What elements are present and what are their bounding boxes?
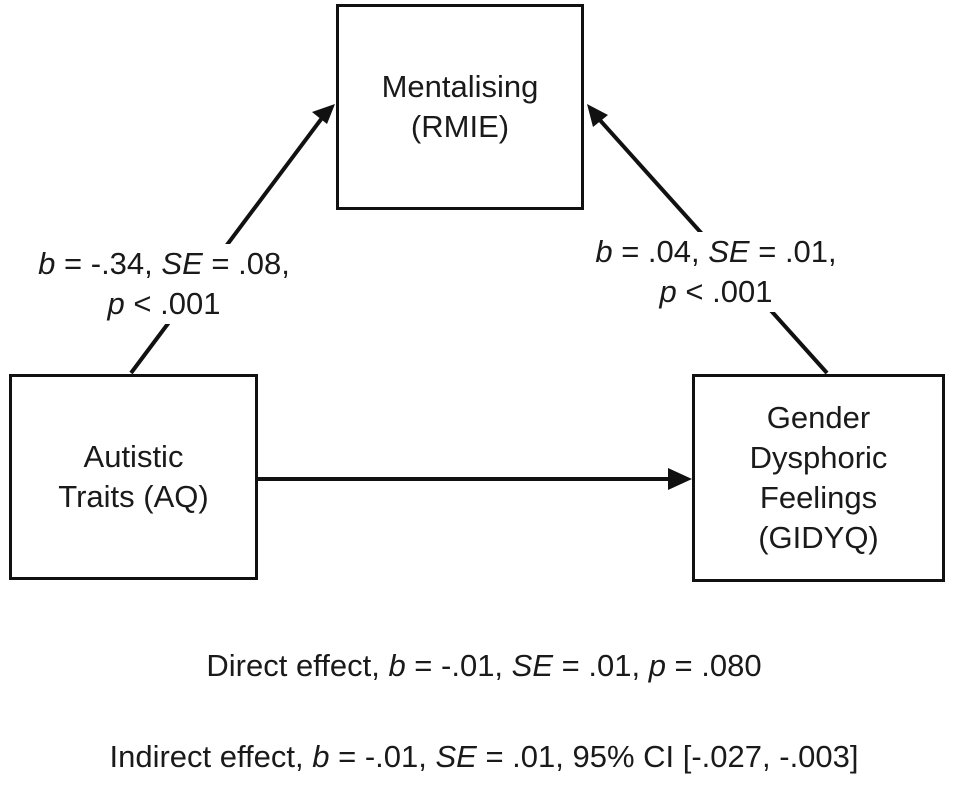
path-a-label: b = -.34, SE = .08, p < .001 [18,244,310,324]
mediator-label-line2: (RMIE) [410,109,510,144]
outcome-box: Gender Dysphoric Feelings (GIDYQ) [692,374,945,582]
direct-effect-p-value: = .080 [665,648,762,683]
arrowhead-c [668,468,692,490]
path-b-p-symbol: p [659,274,677,309]
mediator-box: Mentalising (RMIE) [336,4,584,210]
path-a-b-symbol: b [38,246,56,281]
direct-effect-b-value: = -.01, [405,648,512,683]
outcome-label-line4: (GIDYQ) [758,520,879,555]
path-a-p-symbol: p [107,286,125,321]
path-b-label-line2: p < .001 [568,272,864,312]
predictor-label-line2: Traits (AQ) [58,479,209,514]
predictor-label-line1: Autistic [83,439,184,474]
path-b-label: b = .04, SE = .01, p < .001 [568,232,864,312]
indirect-effect-se-value: = .01, 95% CI [-.027, -.003] [476,739,859,774]
direct-effect-prefix: Direct effect, [206,648,389,683]
path-b-se-symbol: SE [708,234,750,269]
path-b-p-value: < .001 [676,274,773,309]
path-a-label-line2: p < .001 [18,284,310,324]
outcome-label-line1: Gender [766,400,871,435]
outcome-label-line2: Dysphoric [749,440,888,475]
arrowhead-b [587,104,608,127]
path-b-b-value: = .04, [612,234,709,269]
direct-effect-b-symbol: b [388,648,406,683]
direct-effect-p-symbol: p [648,648,666,683]
path-a-b-value: = -.34, [55,246,162,281]
mediator-label-line1: Mentalising [381,69,539,104]
path-a-p-value: < .001 [124,286,221,321]
indirect-effect-text: Indirect effect, b = -.01, SE = .01, 95%… [0,737,968,777]
direct-effect-se-symbol: SE [511,648,554,683]
path-a-se-symbol: SE [161,246,203,281]
mediator-label: Mentalising (RMIE) [382,67,539,147]
arrowhead-a [312,104,335,124]
indirect-effect-b-value: = -.01, [329,739,436,774]
direct-effect-se-value: = .01, [553,648,649,683]
indirect-effect-prefix: Indirect effect, [109,739,313,774]
path-a-label-line1: b = -.34, SE = .08, [18,244,310,284]
indirect-effect-b-symbol: b [312,739,330,774]
path-b-se-value: = .01, [749,234,837,269]
indirect-effect-se-symbol: SE [435,739,477,774]
outcome-label-line3: Feelings [759,480,878,515]
predictor-label: Autistic Traits (AQ) [58,437,208,517]
outcome-label: Gender Dysphoric Feelings (GIDYQ) [750,398,888,558]
predictor-box: Autistic Traits (AQ) [9,374,258,580]
path-b-label-line1: b = .04, SE = .01, [568,232,864,272]
path-a-se-value: = .08, [202,246,290,281]
path-b-b-symbol: b [595,234,613,269]
direct-effect-text: Direct effect, b = -.01, SE = .01, p = .… [0,646,968,686]
